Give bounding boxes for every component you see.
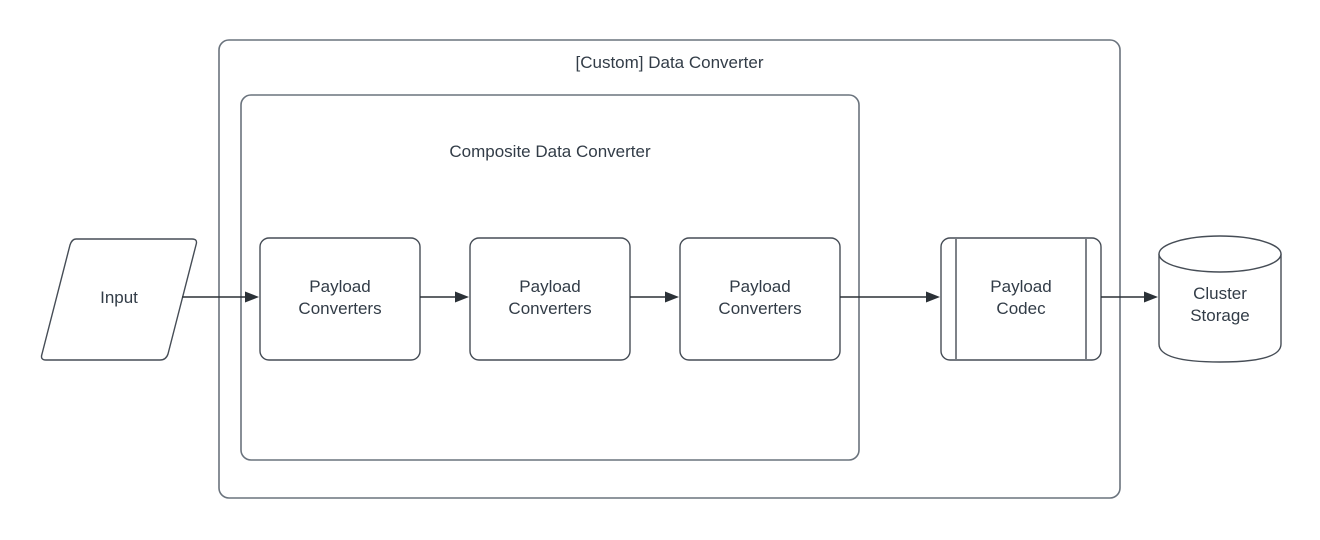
edge-payload-converters-2-to-3 (630, 291, 679, 303)
node-payload-converters-1-shape[interactable] (259, 237, 421, 361)
node-payload-codec-shape[interactable] (940, 237, 1102, 361)
edge-payload-converters-1-to-2 (420, 291, 469, 303)
node-cluster-storage-top (1158, 235, 1282, 273)
edge-payload-codec-to-cluster-storage (1101, 291, 1158, 303)
node-cluster-storage-body[interactable] (1158, 253, 1282, 363)
edge-input-to-payload-converters-1 (182, 291, 259, 303)
node-payload-converters-2-shape[interactable] (469, 237, 631, 361)
node-payload-converters-3-shape[interactable] (679, 237, 841, 361)
node-input-shape[interactable] (40, 238, 198, 361)
edge-payload-converters-3-to-payload-codec (840, 291, 940, 303)
